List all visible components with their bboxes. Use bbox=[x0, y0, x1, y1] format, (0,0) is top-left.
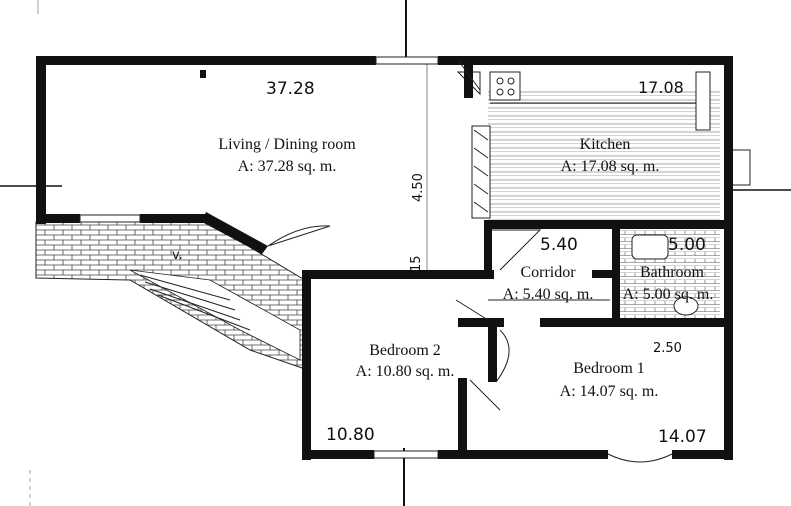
bedroom1-name: Bedroom 1 bbox=[573, 360, 645, 377]
terrace: v. bbox=[35, 221, 309, 371]
bathroom-name: Bathroom bbox=[640, 264, 705, 281]
corridor-dim: 5.40 bbox=[540, 235, 578, 255]
wall-length: 4.50 bbox=[411, 173, 426, 202]
kitchen-fixtures bbox=[456, 71, 751, 219]
terrace-mark: v. bbox=[172, 248, 183, 263]
living-room-area: A: 37.28 sq. m. bbox=[238, 158, 337, 175]
kitchen-name: Kitchen bbox=[580, 136, 631, 153]
corridor-floor bbox=[484, 229, 610, 301]
living-room-name: Living / Dining room bbox=[218, 136, 356, 153]
walls bbox=[36, 56, 733, 460]
corridor-area: A: 5.40 sq. m. bbox=[503, 286, 594, 303]
bedroom1-dim: 14.07 bbox=[658, 427, 707, 447]
bedroom2-area: A: 10.80 sq. m. bbox=[356, 363, 455, 380]
bedroom2-dim: 10.80 bbox=[326, 425, 375, 445]
bedroom1-area: A: 14.07 sq. m. bbox=[560, 383, 659, 400]
bedroom1-width: 2.50 bbox=[653, 341, 682, 356]
windows bbox=[79, 56, 673, 463]
bedroom2-name: Bedroom 2 bbox=[369, 342, 441, 359]
wall-offset: 15 bbox=[409, 255, 424, 272]
bathroom-area: A: 5.00 sq. m. bbox=[623, 286, 714, 303]
kitchen-dim: 17.08 bbox=[638, 78, 684, 97]
bathroom-dim: 5.00 bbox=[668, 235, 706, 255]
kitchen-area: A: 17.08 sq. m. bbox=[561, 158, 660, 175]
door-swings bbox=[267, 225, 510, 411]
kitchen-floor bbox=[488, 90, 720, 222]
corridor-name: Corridor bbox=[520, 264, 576, 281]
living-dim: 37.28 bbox=[266, 79, 315, 99]
bathroom-fixtures bbox=[631, 234, 699, 316]
